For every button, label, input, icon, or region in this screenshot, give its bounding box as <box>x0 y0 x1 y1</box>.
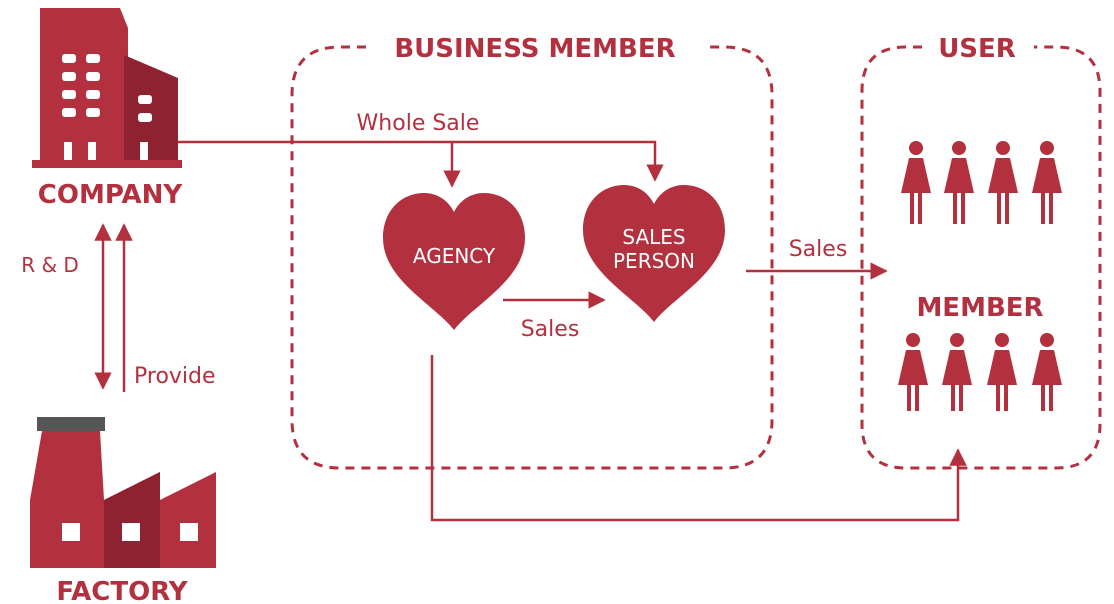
business-member-title: BUSINESS MEMBER <box>394 34 675 64</box>
company-label: COMPANY <box>38 180 184 210</box>
whole-sale-label: Whole Sale <box>357 111 480 136</box>
agency-sales-label: Sales <box>521 317 580 342</box>
agency-to-member-line <box>430 355 967 522</box>
rnd-label: R & D <box>21 253 79 277</box>
user-figures-top <box>901 141 1062 224</box>
agency-label: AGENCY <box>413 244 496 268</box>
whole-sale-line <box>178 140 664 182</box>
person-icon <box>944 141 974 224</box>
person-icon <box>988 141 1018 224</box>
person-icon <box>987 333 1017 411</box>
sales-person-label-line1: SALES <box>622 225 685 249</box>
provide-label: Provide <box>134 364 216 389</box>
factory-icon <box>30 417 216 568</box>
member-label: MEMBER <box>916 293 1043 323</box>
user-group-border <box>860 45 1102 470</box>
person-icon <box>1032 141 1062 224</box>
user-group-title: USER <box>938 34 1016 64</box>
person-icon <box>898 333 928 411</box>
office-building-icon <box>32 8 182 168</box>
agency-heart-icon <box>383 193 525 330</box>
business-member-group-border <box>290 45 774 470</box>
sales-person-label-line2: PERSON <box>613 249 695 273</box>
person-icon <box>901 141 931 224</box>
person-icon <box>1032 333 1062 411</box>
sales-person-sales-label: Sales <box>789 237 848 262</box>
person-icon <box>942 333 972 411</box>
member-figures-bottom <box>898 333 1062 411</box>
factory-label: FACTORY <box>56 577 188 604</box>
sales-person-heart-icon <box>583 185 725 322</box>
